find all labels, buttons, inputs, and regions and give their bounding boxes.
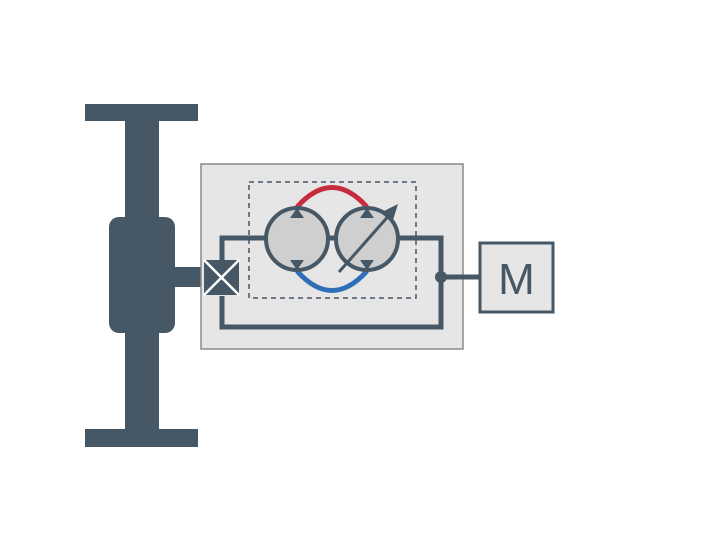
motor-label: M [498,255,535,304]
right-supply-line [398,235,444,277]
axle-hub [109,217,175,333]
electric-motor-icon: M [478,241,555,314]
drive-shaft [175,267,205,287]
variable-displacement-unit-icon [334,204,400,273]
junction-node [435,271,447,283]
lower-shaft [125,333,159,429]
axle-assembly [85,104,205,447]
hydrostatic-unit-boundary [248,181,417,299]
hydraulic-circuit [219,235,480,330]
fixed-displacement-unit-icon [264,206,330,272]
left-supply-line [219,235,267,260]
return-line-arc [295,269,369,293]
coupling-cross-icon [203,259,240,296]
bottom-wheel [85,429,198,447]
return-loop-line [219,277,444,330]
top-wheel [85,104,198,121]
pressure-line-arc [295,185,369,209]
upper-shaft [125,121,159,217]
transmission-housing [200,163,464,350]
